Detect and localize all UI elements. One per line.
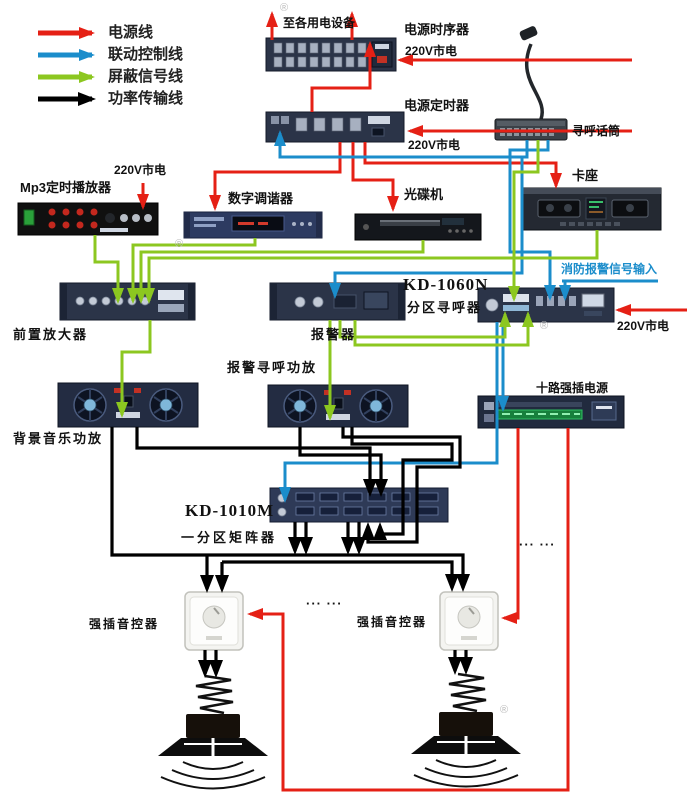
wire-alarmamp-to-matrix	[298, 427, 388, 497]
bgm-amp-label: 背景音乐功放	[13, 431, 104, 446]
digital-tuner-device	[183, 211, 323, 239]
zone-matrix-device	[269, 487, 449, 523]
mp3-player-device	[17, 202, 159, 236]
pager-mains-label: 220V市电	[617, 319, 670, 333]
cassette-deck-label: 卡座	[572, 168, 599, 183]
sequencer-outlets	[273, 42, 367, 68]
timer-mains-label: 220V市电	[408, 138, 461, 152]
alarm-unit-label: 报警器	[311, 327, 357, 342]
alarm-paging-amp-label: 报警寻呼功放	[227, 360, 318, 375]
wire-bgm-to-matrix	[135, 427, 377, 497]
paging-microphone-label: 寻呼话筒	[572, 124, 621, 138]
legend-power-label: 电源线	[108, 24, 154, 41]
alarm-unit-device	[269, 282, 406, 321]
wire-mic-to-pager-signal	[508, 140, 540, 302]
cassette-deck-device	[522, 187, 662, 231]
power-sequencer-device	[265, 37, 397, 72]
ten-way-power-label: 十路强插电源	[536, 381, 609, 395]
registered-mark-pager: ®	[540, 320, 549, 332]
legend-signal-label: 屏蔽信号线	[108, 68, 184, 85]
power-wires	[137, 11, 687, 792]
volume-controller-right-label: 强插音控器	[357, 615, 428, 629]
preamplifier-label: 前置放大器	[13, 327, 89, 342]
wire-alarmamp-loop-b	[350, 427, 454, 540]
ten-way-power-insert-device	[477, 395, 625, 429]
signal-wires	[93, 140, 599, 421]
legend-arrows	[38, 27, 96, 106]
wire-supply-to-left-controller	[247, 428, 570, 792]
ellipsis-mid: ··· ···	[519, 537, 556, 552]
power-timer-device	[265, 111, 405, 143]
registered-mark-bottom: ®	[500, 704, 509, 716]
cd-player-label: 光碟机	[404, 187, 444, 202]
wire-pager-to-matrix	[279, 322, 499, 503]
transmission-wires	[110, 427, 473, 678]
wire-alarmamp-loop-a	[341, 427, 462, 544]
digital-tuner-label: 数字调谐器	[228, 191, 294, 206]
wire-preamp-to-bgm-amp	[116, 320, 152, 418]
wire-mic-to-pager	[508, 140, 556, 301]
legend-control-label: 联动控制线	[108, 46, 184, 63]
alarm-paging-amplifier-device	[267, 384, 409, 428]
registered-mark-mid: ®	[175, 238, 184, 250]
wire-mp3-to-preamp	[93, 235, 124, 304]
volume-controller-left-label: 强插音控器	[89, 617, 160, 631]
zone-pager-device	[477, 287, 615, 323]
wire-cassette-to-alarm	[329, 157, 524, 299]
preamplifier-device	[59, 282, 196, 321]
zone-pager-label: 分区寻呼器	[407, 300, 483, 315]
sequencer-mains-label: 220V市电	[405, 44, 458, 58]
wire-cassette-to-preamp	[143, 230, 599, 304]
speaker-left	[158, 674, 268, 790]
wire-timer-to-cassette	[363, 142, 562, 189]
matrix-model-label: KD-1010M	[185, 501, 275, 520]
wire-timer-to-cd	[351, 142, 399, 212]
ellipsis-lower: ··· ···	[306, 596, 343, 611]
wire-alarm-to-pager-a	[338, 311, 511, 339]
fire-alarm-input-label: 消防报警信号输入	[561, 262, 658, 276]
wire-timer-to-sequencer	[310, 41, 376, 112]
registered-mark-top: ®	[280, 2, 289, 14]
speaker-right	[411, 672, 521, 788]
volume-controller-right-device	[439, 591, 499, 651]
wire-bus-bottom	[222, 560, 459, 592]
paging-microphone-device	[494, 26, 568, 141]
wire-tuner-to-preamp	[127, 238, 257, 304]
power-timer-label: 电源定时器	[404, 98, 470, 113]
volume-controller-left-device	[184, 591, 244, 651]
power-sequencer-label: 电源时序器	[404, 22, 470, 37]
mp3-mains-label: 220V市电	[114, 163, 167, 177]
legend-transmission-label: 功率传输线	[108, 90, 184, 107]
bgm-amplifier-device	[57, 382, 199, 428]
wire-cd-to-preamp	[135, 240, 425, 304]
mp3-player-label: Mp3定时播放器	[20, 180, 112, 195]
wire-supply-to-right-controller	[501, 428, 520, 624]
pager-model-label: KD-1060N	[403, 275, 489, 294]
cd-player-device	[354, 213, 482, 241]
wire-alarm-to-pager-b	[353, 311, 534, 347]
wire-bus-top	[110, 427, 470, 592]
to-all-loads-label: 至各用电设备	[283, 16, 356, 30]
zone-matrix-label: 一分区矩阵器	[181, 530, 278, 545]
